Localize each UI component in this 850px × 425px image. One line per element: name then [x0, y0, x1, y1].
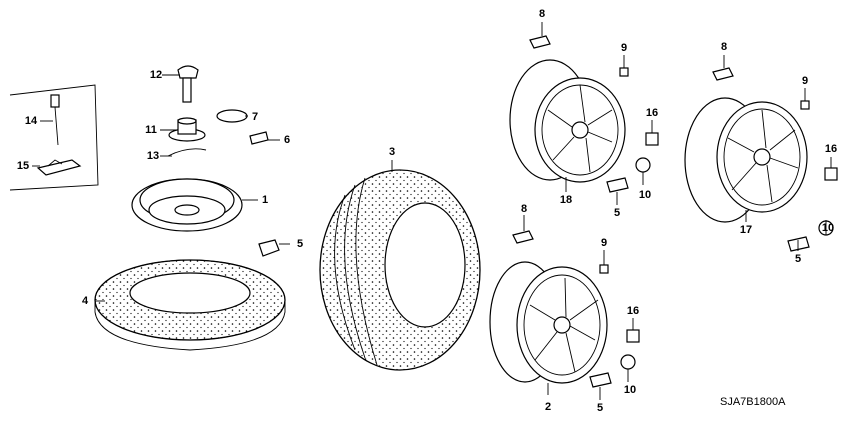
tool-kit-bracket: [9, 84, 99, 191]
road-tire-part: [319, 169, 481, 371]
callout-1: 1: [261, 194, 269, 206]
callout-8-lower: 8: [520, 203, 528, 215]
spare-wheel-part: [131, 178, 243, 232]
callout-3: 3: [388, 146, 396, 158]
callout-5-lower: 5: [596, 402, 604, 414]
callout-16-right: 16: [824, 143, 838, 155]
callout-12: 12: [149, 69, 163, 81]
callout-10-lower: 10: [623, 384, 637, 396]
callout-9-lower: 9: [600, 237, 608, 249]
callout-4: 4: [81, 295, 89, 307]
wing-nut-part: [168, 117, 206, 142]
callout-16-lower: 16: [626, 305, 640, 317]
valve-cap-part-lower: [620, 354, 636, 370]
wheel-nut-part-lower: [626, 329, 640, 343]
alloy-wheel-part-right: [684, 97, 808, 223]
wheel-nut-part-right: [824, 167, 838, 181]
weight-clip-part-right: [800, 100, 810, 110]
callout-8-right: 8: [720, 41, 728, 53]
callout-2: 2: [544, 401, 552, 413]
leader-lines: [32, 22, 832, 400]
callout-13: 13: [146, 150, 160, 162]
callout-10-right: 10: [821, 222, 835, 234]
callout-18: 18: [559, 194, 573, 206]
jack-plate-part: [36, 159, 82, 176]
valve-stem-part-upper: [606, 177, 629, 193]
spare-tire-part: [94, 259, 286, 351]
callout-17: 17: [739, 224, 753, 236]
callout-7: 7: [251, 111, 259, 123]
valve-stem-part-right: [787, 236, 810, 252]
callout-11: 11: [145, 124, 157, 136]
callout-9-upper: 9: [620, 42, 628, 54]
alloy-wheel-part-upper: [509, 59, 626, 183]
balance-weight-part-right: [712, 67, 734, 81]
weight-clip-part-upper: [619, 67, 629, 77]
spare-bolt-part: [177, 65, 199, 103]
callout-5-spare: 5: [296, 238, 304, 250]
callout-10-upper: 10: [638, 189, 652, 201]
callout-9-right: 9: [801, 75, 809, 87]
callout-8-upper: 8: [538, 8, 546, 20]
jack-handle-part: [50, 94, 60, 146]
wheel-nut-part-upper: [645, 132, 659, 146]
callout-15: 15: [16, 160, 30, 172]
valve-stem-part-lower: [589, 372, 612, 388]
valve-cap-part-upper: [635, 157, 651, 173]
callout-16-upper: 16: [645, 107, 659, 119]
callout-14: 14: [24, 115, 38, 127]
diagram-code: SJA7B1800A: [720, 396, 786, 408]
band-part: [167, 148, 207, 157]
alloy-wheel-part-lower: [489, 261, 608, 384]
weight-clip-part-lower: [599, 264, 609, 274]
callout-5-right: 5: [794, 253, 802, 265]
washer-part: [216, 109, 248, 123]
balance-weight-part-upper: [529, 35, 551, 49]
valve-stem-part: [258, 239, 280, 257]
balance-weight-part-lower: [512, 230, 534, 244]
callout-5-upper: 5: [613, 207, 621, 219]
callout-6: 6: [283, 134, 291, 146]
clip-part: [249, 131, 269, 145]
